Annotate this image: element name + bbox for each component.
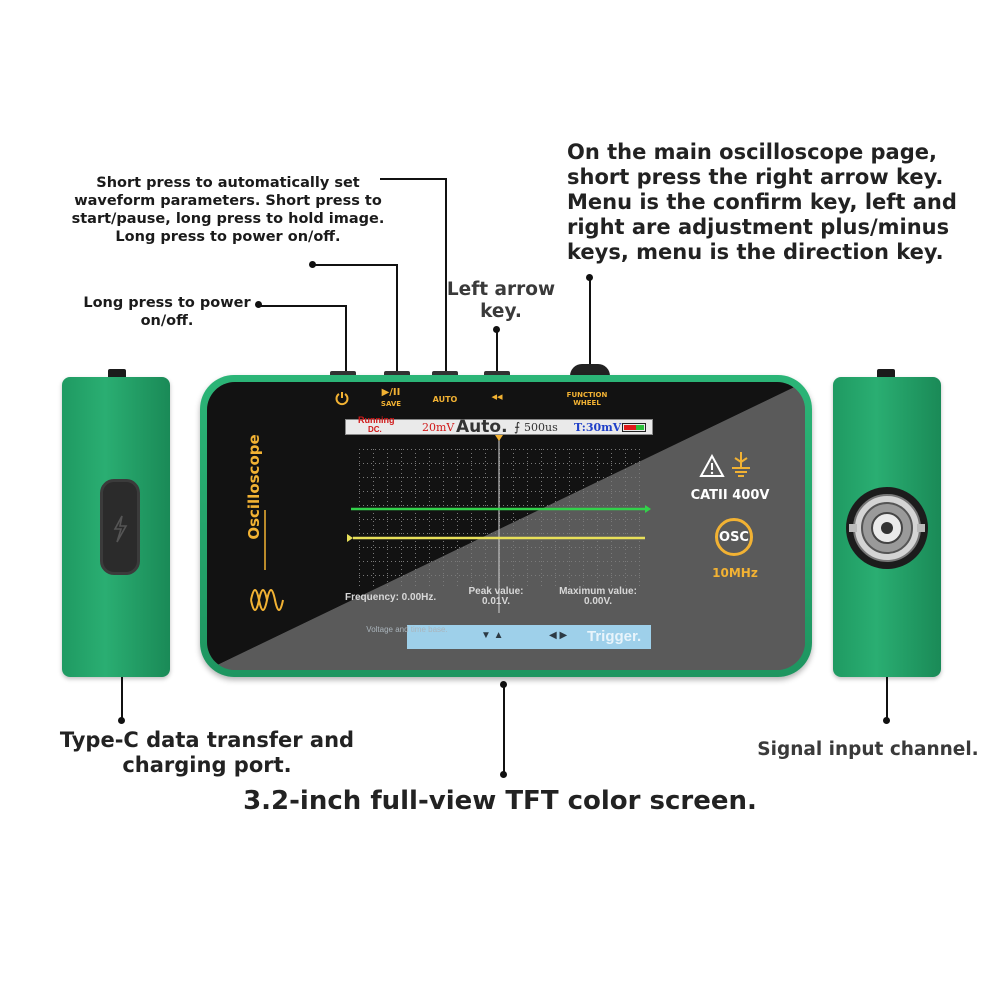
peak-value: 0.01V. xyxy=(482,596,510,607)
function-wheel[interactable] xyxy=(570,364,610,376)
play-button-top[interactable] xyxy=(384,371,410,376)
tft-screen: Running DC. 20mV Auto. ⨍ 500us T:30mV xyxy=(345,415,653,650)
frequency-readout: Frequency: 0.00Hz. xyxy=(345,592,437,603)
waveform-grid xyxy=(347,435,651,613)
leader-line-power xyxy=(345,305,347,374)
side-tab xyxy=(108,369,126,377)
oscilloscope-device: ▶/II SAVE AUTO ◂◂ FUNCTION WHEEL Oscillo… xyxy=(200,375,812,677)
function-wheel-label: FUNCTION WHEEL xyxy=(566,391,608,407)
annotation-function-wheel: On the main oscilloscope page, short pre… xyxy=(567,140,957,264)
volts-div: 20mV xyxy=(422,421,455,434)
run-state: Running xyxy=(358,415,395,425)
bottom-control-bar: Voltage and time base. ▼ ▲ ◀ ▶ Trigger. xyxy=(366,625,651,649)
max-value: 0.00V. xyxy=(584,596,612,607)
ground-icon xyxy=(732,452,750,477)
battery-icon xyxy=(622,423,646,432)
leader-dot-type-c xyxy=(118,717,125,724)
time-div: 500us xyxy=(524,421,558,434)
trigger-label[interactable]: Trigger. xyxy=(587,628,642,645)
annotation-auto-button: Short press to automatically set wavefor… xyxy=(71,175,385,245)
power-icon xyxy=(335,392,349,406)
rating-label: CATII 400V xyxy=(690,488,770,503)
device-left-side xyxy=(62,369,170,677)
status-bar: Running DC. 20mV Auto. ⨍ 500us T:30mV xyxy=(345,415,653,437)
annotation-left-arrow: Left arrow key. xyxy=(446,279,556,322)
trigger-level: T:30mV xyxy=(574,421,622,434)
annotation-screen: 3.2-inch full-view TFT color screen. xyxy=(243,786,757,816)
lightning-icon xyxy=(113,515,128,543)
leader-dot-play xyxy=(309,261,316,268)
play-pause-label: ▶/II xyxy=(381,387,401,398)
max-label: Maximum value: xyxy=(559,586,637,597)
osc-mode-label: OSC xyxy=(719,530,749,545)
voltage-time-hint: Voltage and time base. xyxy=(366,625,448,634)
bandwidth-label: 10MHz xyxy=(712,566,758,580)
peak-label: Peak value: xyxy=(468,586,524,597)
bnc-connector-icon[interactable] xyxy=(844,485,930,571)
waveform-logo-icon xyxy=(250,510,284,611)
left-arrow-label: ◂◂ xyxy=(491,390,503,403)
leader-line-screen xyxy=(503,684,505,774)
leader-dot-function xyxy=(586,274,593,281)
leader-line-auto xyxy=(445,178,447,374)
trigger-edge-icon: ⨍ xyxy=(514,420,521,434)
leader-dot-signal xyxy=(883,717,890,724)
leader-line-left-arrow xyxy=(496,330,498,374)
leader-line-play xyxy=(313,264,397,266)
annotation-type-c: Type-C data transfer and charging port. xyxy=(59,728,355,777)
leader-dot-screen xyxy=(500,681,507,688)
warning-icon xyxy=(699,454,725,477)
leader-dot-screen xyxy=(500,771,507,778)
side-tab xyxy=(877,369,895,377)
faceplate-diagonal xyxy=(207,382,805,670)
auto-button-top[interactable] xyxy=(432,371,458,376)
leader-line-function xyxy=(589,278,591,368)
left-right-keys[interactable]: ◀ ▶ xyxy=(549,630,568,641)
leader-line-power xyxy=(259,305,347,307)
device-faceplate: ▶/II SAVE AUTO ◂◂ FUNCTION WHEEL Oscillo… xyxy=(207,382,805,670)
leader-line-auto xyxy=(380,178,446,180)
leader-dot-left-arrow xyxy=(493,326,500,333)
type-c-port[interactable] xyxy=(100,479,140,575)
osc-mode-badge: OSC xyxy=(715,518,753,556)
up-down-keys[interactable]: ▼ ▲ xyxy=(481,630,504,641)
auto-label: AUTO xyxy=(432,395,458,404)
trigger-mode: Auto. xyxy=(456,417,508,437)
device-right-side xyxy=(833,369,941,677)
leader-line-play xyxy=(396,264,398,374)
save-label: SAVE xyxy=(380,400,402,408)
annotation-signal-input: Signal input channel. xyxy=(757,739,979,760)
coupling: DC. xyxy=(368,425,382,434)
leader-dot-power xyxy=(255,301,262,308)
power-button-top[interactable] xyxy=(330,371,356,376)
annotation-power-button: Long press to power on/off. xyxy=(83,295,251,329)
left-arrow-button-top[interactable] xyxy=(484,371,510,376)
